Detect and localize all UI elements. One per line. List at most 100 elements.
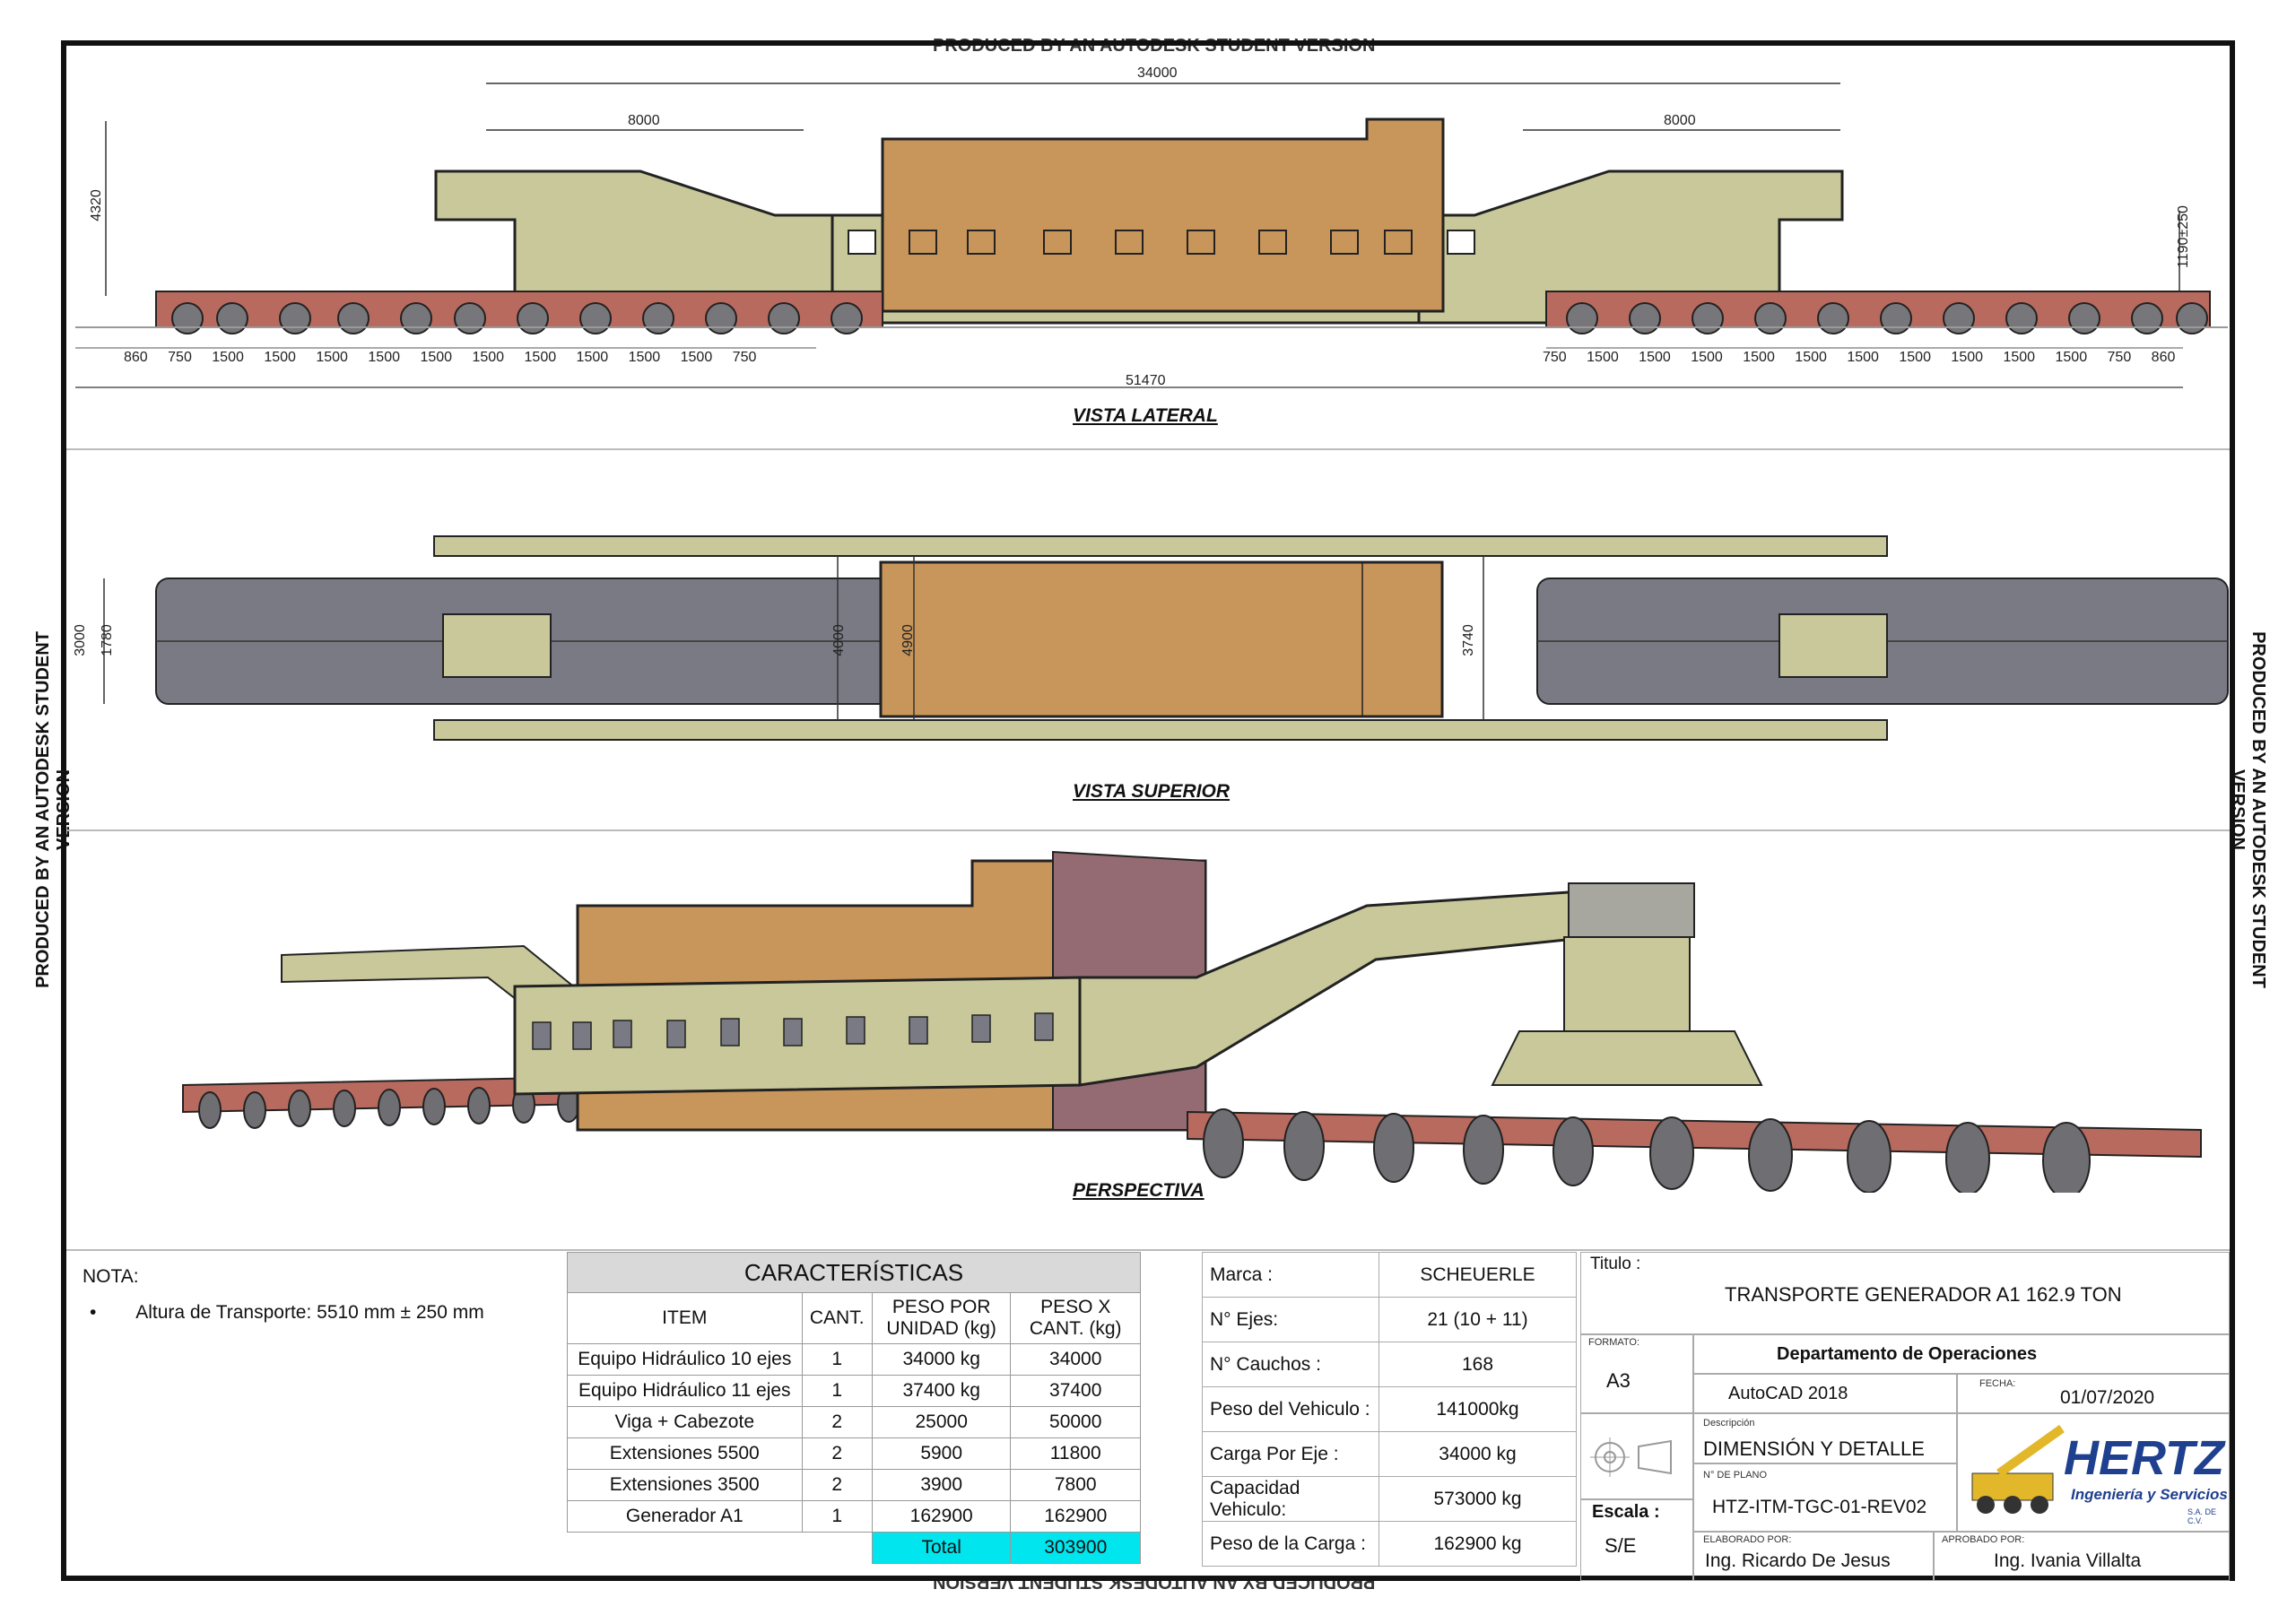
fecha-label: FECHA: [1979, 1378, 2016, 1389]
dim-34000: 34000 [1137, 65, 1178, 81]
col-item: ITEM [567, 1292, 803, 1344]
spec-row: Peso de la Carga :162900 kg [1202, 1521, 1577, 1567]
table-cell: Viga + Cabezote [567, 1406, 803, 1438]
spec-row: Capacidad Vehiculo:573000 kg [1202, 1476, 1577, 1522]
generator-load [881, 117, 1445, 313]
divider-1 [66, 448, 2230, 450]
spec-value: 162900 kg [1378, 1521, 1577, 1567]
dim-8000-left: 8000 [628, 113, 660, 128]
col-peso-cant: PESO X CANT. (kg) [1010, 1292, 1141, 1344]
table-cell: 34000 [1010, 1343, 1141, 1376]
table-cell: 34000 kg [871, 1343, 1012, 1376]
fecha: 01/07/2020 [2060, 1387, 2155, 1408]
drawing-frame [61, 40, 2235, 1581]
table-cell: 5900 [871, 1437, 1012, 1470]
spec-value: 34000 kg [1378, 1431, 1577, 1477]
table-cell: Extensiones 3500 [567, 1469, 803, 1501]
perspectiva-drawing [182, 850, 2202, 1193]
plano-label: N° DE PLANO [1703, 1470, 1768, 1481]
dim-4000: 4000 [831, 624, 847, 656]
software-box: AutoCAD 2018 [1693, 1374, 1957, 1413]
spec-row: Marca :SCHEUERLE [1202, 1252, 1577, 1298]
spec-label: Carga Por Eje : [1202, 1431, 1379, 1477]
dim-3740: 3740 [1460, 624, 1476, 656]
titulo-label: Titulo : [1590, 1255, 1641, 1273]
elaborado-box: ELABORADO POR: Ing. Ricardo De Jesus [1693, 1532, 1934, 1581]
plano-box: N° DE PLANO HTZ-ITM-TGC-01-REV02 [1693, 1463, 1957, 1532]
dim-4320: 4320 [88, 189, 104, 221]
spec-label: Peso del Vehiculo : [1202, 1386, 1379, 1432]
dim-4900: 4900 [900, 624, 916, 656]
departamento: Departamento de Operaciones [1777, 1344, 2038, 1364]
software: AutoCAD 2018 [1728, 1384, 1848, 1403]
table-cell: 162900 [1010, 1500, 1141, 1533]
dim-3000: 3000 [72, 624, 88, 656]
view-title-superior: VISTA SUPERIOR [1073, 781, 1231, 802]
table-cell: 1 [801, 1500, 873, 1533]
view-title-lateral: VISTA LATERAL [1073, 405, 1218, 426]
dim-8000-right: 8000 [1664, 113, 1696, 128]
descripcion-label: Descripción [1703, 1418, 1755, 1429]
table-cell: 50000 [1010, 1406, 1141, 1438]
aprobado-label: APROBADO POR: [1942, 1534, 2025, 1545]
table-cell: 7800 [1010, 1469, 1141, 1501]
descripcion: DIMENSIÓN Y DETALLE [1703, 1437, 1925, 1460]
departamento-box: Departamento de Operaciones [1693, 1334, 2230, 1374]
table-cell: 3900 [871, 1469, 1012, 1501]
escala-label: Escala : [1592, 1502, 1660, 1522]
table-cell: 37400 [1010, 1375, 1141, 1407]
view-title-perspectiva: PERSPECTIVA [1073, 1180, 1205, 1201]
col-cant: CANT. [801, 1292, 873, 1344]
titulo-value: TRANSPORTE GENERADOR A1 162.9 TON [1725, 1283, 2122, 1306]
spec-row: Carga Por Eje :34000 kg [1202, 1431, 1577, 1477]
dim-chain-right: 750 1500 1500 1500 1500 1500 1500 1500 1… [1543, 350, 2176, 365]
descripcion-box: Descripción DIMENSIÓN Y DETALLE [1693, 1413, 1957, 1463]
spec-value: 168 [1378, 1342, 1577, 1387]
nota-item-text: Altura de Transporte: 5510 mm ± 250 mm [135, 1302, 484, 1323]
formato-label: FORMATO: [1588, 1337, 1640, 1348]
formato-value: A3 [1606, 1369, 1631, 1392]
titulo-box: Titulo : TRANSPORTE GENERADOR A1 162.9 T… [1580, 1252, 2230, 1334]
formato-box: FORMATO: A3 [1580, 1334, 1693, 1413]
spec-value: 573000 kg [1378, 1476, 1577, 1522]
table-cell: 1 [801, 1375, 873, 1407]
spec-label: Capacidad Vehiculo: [1202, 1476, 1379, 1522]
nota-item: • Altura de Transporte: 5510 mm ± 250 mm [90, 1302, 484, 1324]
symbols-box [1580, 1413, 1693, 1499]
table-cell: 2 [801, 1469, 873, 1501]
elaborado: Ing. Ricardo De Jesus [1705, 1550, 1891, 1571]
aprobado-box: APROBADO POR: Ing. Ivania Villalta [1934, 1532, 2230, 1581]
total-value: 303900 [1010, 1532, 1141, 1564]
table-cell: Equipo Hidráulico 10 ejes [567, 1343, 803, 1376]
table-cell: 1 [801, 1343, 873, 1376]
fecha-box: FECHA: 01/07/2020 [1957, 1374, 2230, 1413]
dim-1780: 1780 [99, 624, 115, 656]
spec-label: Marca : [1202, 1252, 1379, 1298]
elaborado-label: ELABORADO POR: [1703, 1534, 1792, 1545]
vista-lateral-drawing [75, 83, 2228, 388]
caracteristicas-table: CARACTERÍSTICAS ITEM CANT. PESO POR UNID… [567, 1252, 1141, 1564]
vista-superior-drawing [103, 535, 2229, 741]
table-cell: 37400 kg [871, 1375, 1012, 1407]
caracteristicas-title: CARACTERÍSTICAS [567, 1252, 1141, 1293]
divider-3 [66, 1249, 2230, 1251]
table-cell: 25000 [871, 1406, 1012, 1438]
spec-row: Peso del Vehiculo :141000kg [1202, 1386, 1577, 1432]
col-peso-unidad: PESO POR UNIDAD (kg) [871, 1292, 1012, 1344]
table-cell: Generador A1 [567, 1500, 803, 1533]
escala: S/E [1605, 1534, 1637, 1557]
logo-text: HERTZ [2064, 1431, 2225, 1485]
logo-sub: Ingeniería y Servicios [2071, 1486, 2228, 1503]
table-cell: 11800 [1010, 1437, 1141, 1470]
spec-value: 141000kg [1378, 1386, 1577, 1432]
beam-bottom-rail [433, 719, 1888, 741]
total-label: Total [871, 1532, 1012, 1564]
divider-2 [66, 829, 2230, 831]
